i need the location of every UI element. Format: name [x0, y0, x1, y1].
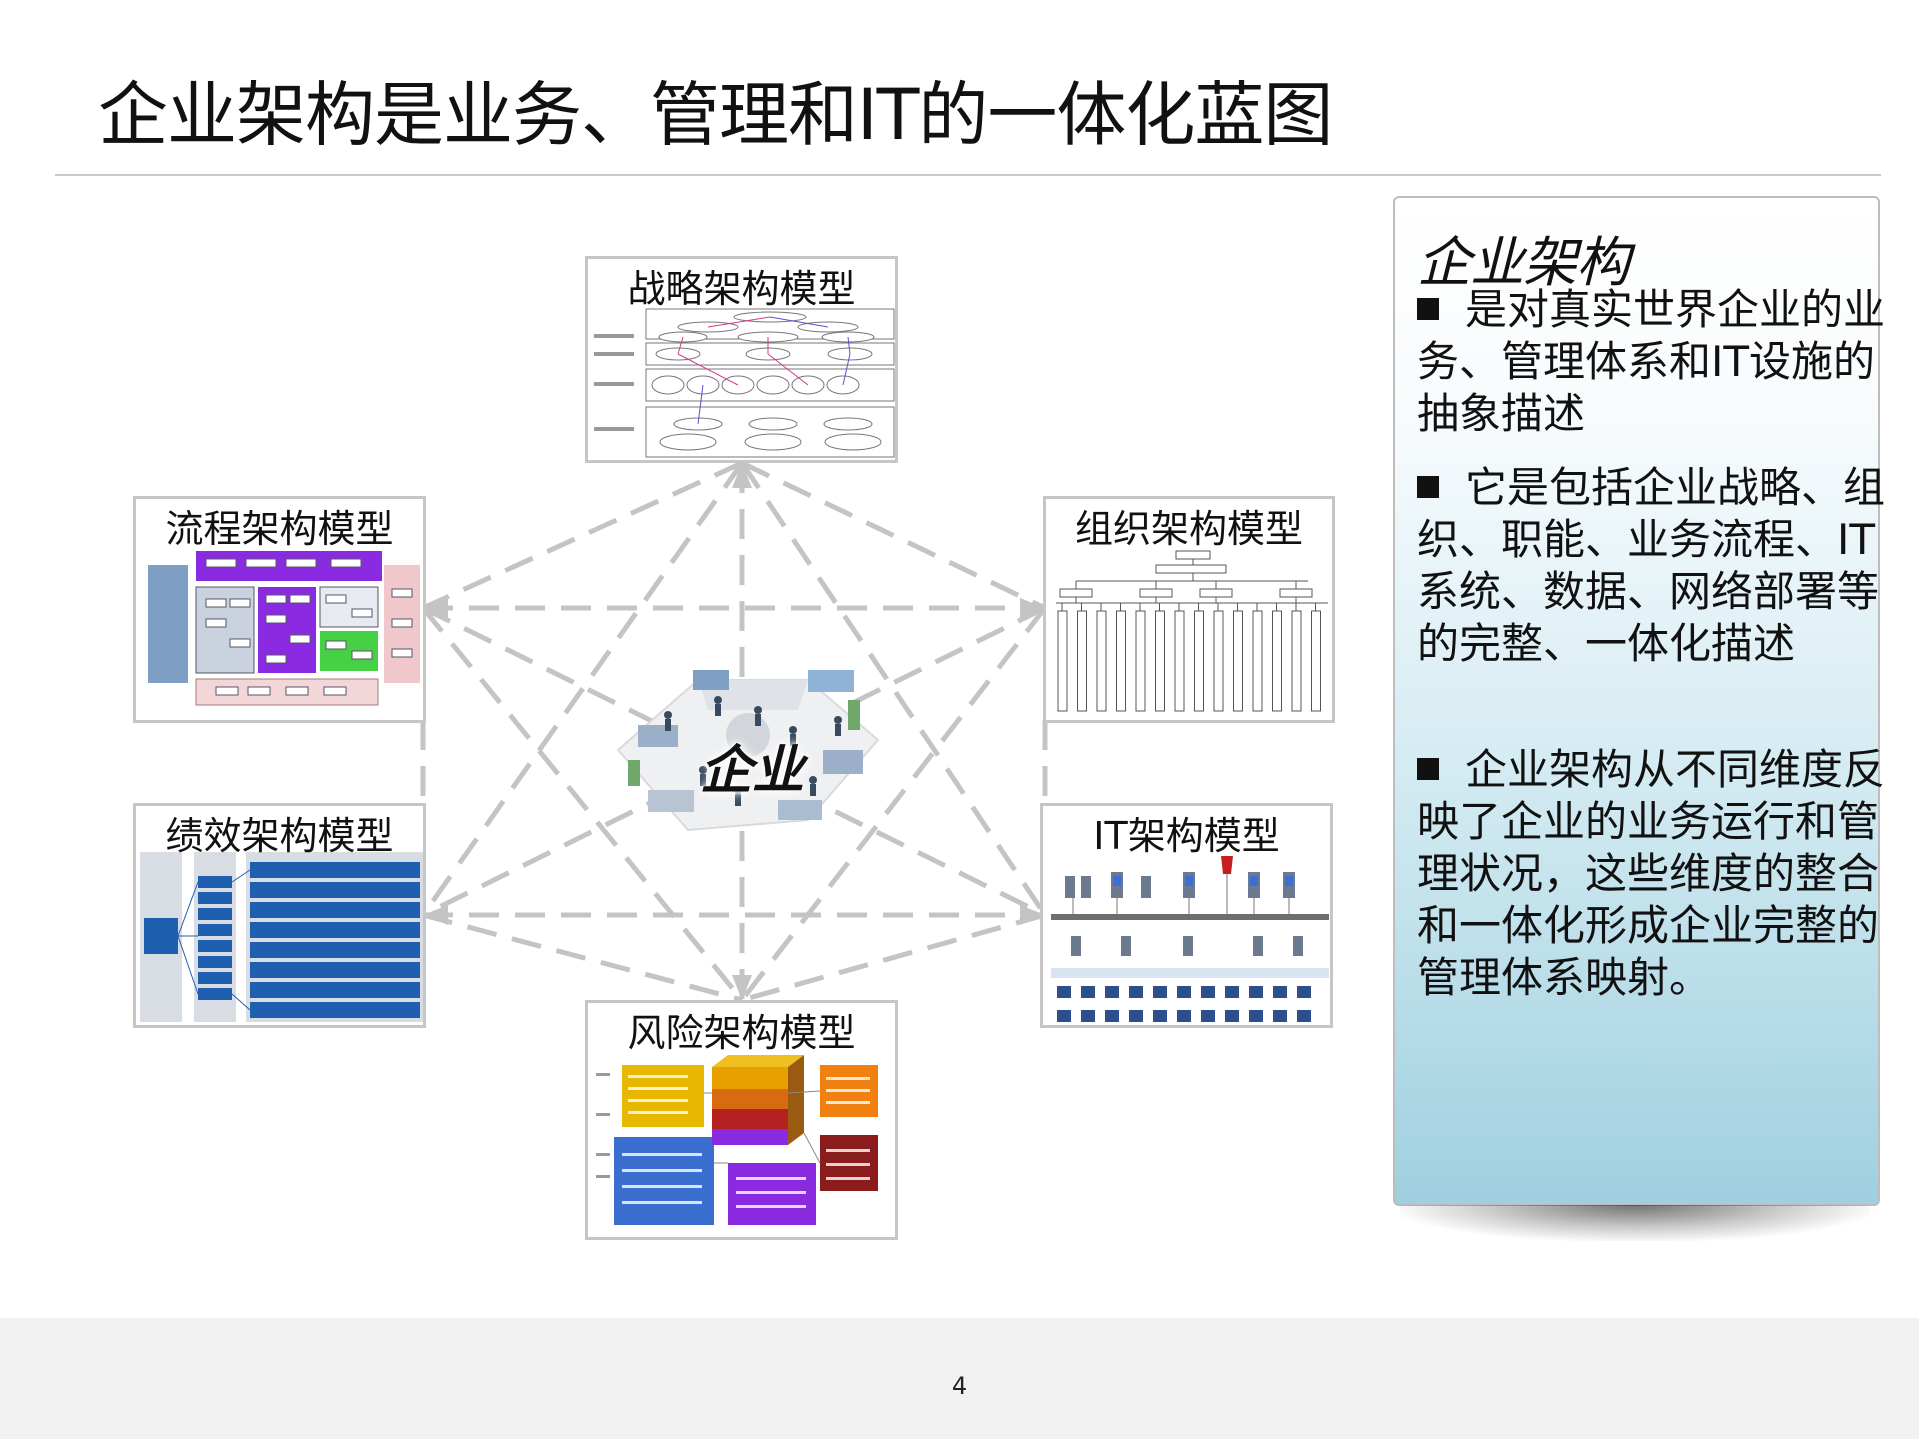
performance-model-card: 绩效架构模型 — [133, 803, 426, 1028]
organization-model-card: 组织架构模型 — [1043, 496, 1335, 723]
bullet-square-icon — [1417, 758, 1439, 780]
performance-model-title: 绩效架构模型 — [165, 814, 394, 858]
panel-bullet-3: 企业架构从不同维度反映了企业的业务运行和管理状况，这些维度的整合和一体化形成企业… — [1417, 744, 1887, 1004]
process-model-title: 流程架构模型 — [165, 507, 394, 551]
line-org-risk — [740, 606, 1047, 1002]
bullet-square-icon — [1417, 298, 1439, 320]
it-network-thumbnail — [1051, 856, 1329, 1022]
bullet-square-icon — [1417, 476, 1439, 498]
org-chart-thumbnail — [1056, 550, 1328, 712]
strategy-model-title: 战略架构模型 — [627, 267, 856, 311]
performance-indicator-thumbnail — [140, 852, 423, 1022]
line-process-risk — [421, 606, 744, 1002]
risk-model-card: 风险架构模型 — [585, 1000, 898, 1240]
strategy-model-card: 战略架构模型 — [585, 256, 898, 463]
risk-framework-thumbnail — [596, 1055, 878, 1225]
line-it-risk — [741, 912, 1046, 1003]
line-performance-risk — [422, 912, 743, 1003]
risk-model-title: 风险架构模型 — [627, 1011, 856, 1055]
process-model-card: 流程架构模型 — [133, 496, 426, 723]
panel-shadow — [1400, 1205, 1870, 1241]
line-strategy-org — [740, 460, 1047, 611]
panel-bullet-1: 是对真实世界企业的业务、管理体系和IT设施的抽象描述 — [1417, 284, 1887, 440]
enterprise-office-illustration — [616, 670, 880, 832]
panel-bullet-2: 它是包括企业战略、组织、职能、业务流程、IT系统、数据、网络部署等的完整、一体化… — [1417, 462, 1887, 670]
slide-title: 企业架构是业务、管理和IT的一体化蓝图 — [98, 74, 1333, 156]
strategy-map-thumbnail — [594, 308, 895, 458]
it-model-title: IT架构模型 — [1093, 814, 1280, 858]
enterprise-label: 企业 — [700, 741, 805, 801]
panel-heading: 企业架构 — [1417, 231, 1630, 294]
bullet-text: 是对真实世界企业的业务、管理体系和IT设施的抽象描述 — [1417, 285, 1886, 438]
organization-model-title: 组织架构模型 — [1074, 507, 1303, 551]
bullet-text: 它是包括企业战略、组织、职能、业务流程、IT系统、数据、网络部署等的完整、一体化… — [1417, 463, 1886, 668]
title-divider — [55, 174, 1881, 176]
bullet-text: 企业架构从不同维度反映了企业的业务运行和管理状况，这些维度的整合和一体化形成企业… — [1417, 745, 1886, 1002]
enterprise-architecture-panel — [1393, 196, 1880, 1206]
it-model-card: IT架构模型 — [1040, 803, 1333, 1028]
process-architecture-thumbnail — [148, 551, 420, 706]
slide-footer — [0, 1318, 1919, 1439]
line-strategy-performance — [420, 461, 745, 917]
page-number: 4 — [951, 1372, 968, 1400]
line-strategy-process — [421, 460, 744, 611]
